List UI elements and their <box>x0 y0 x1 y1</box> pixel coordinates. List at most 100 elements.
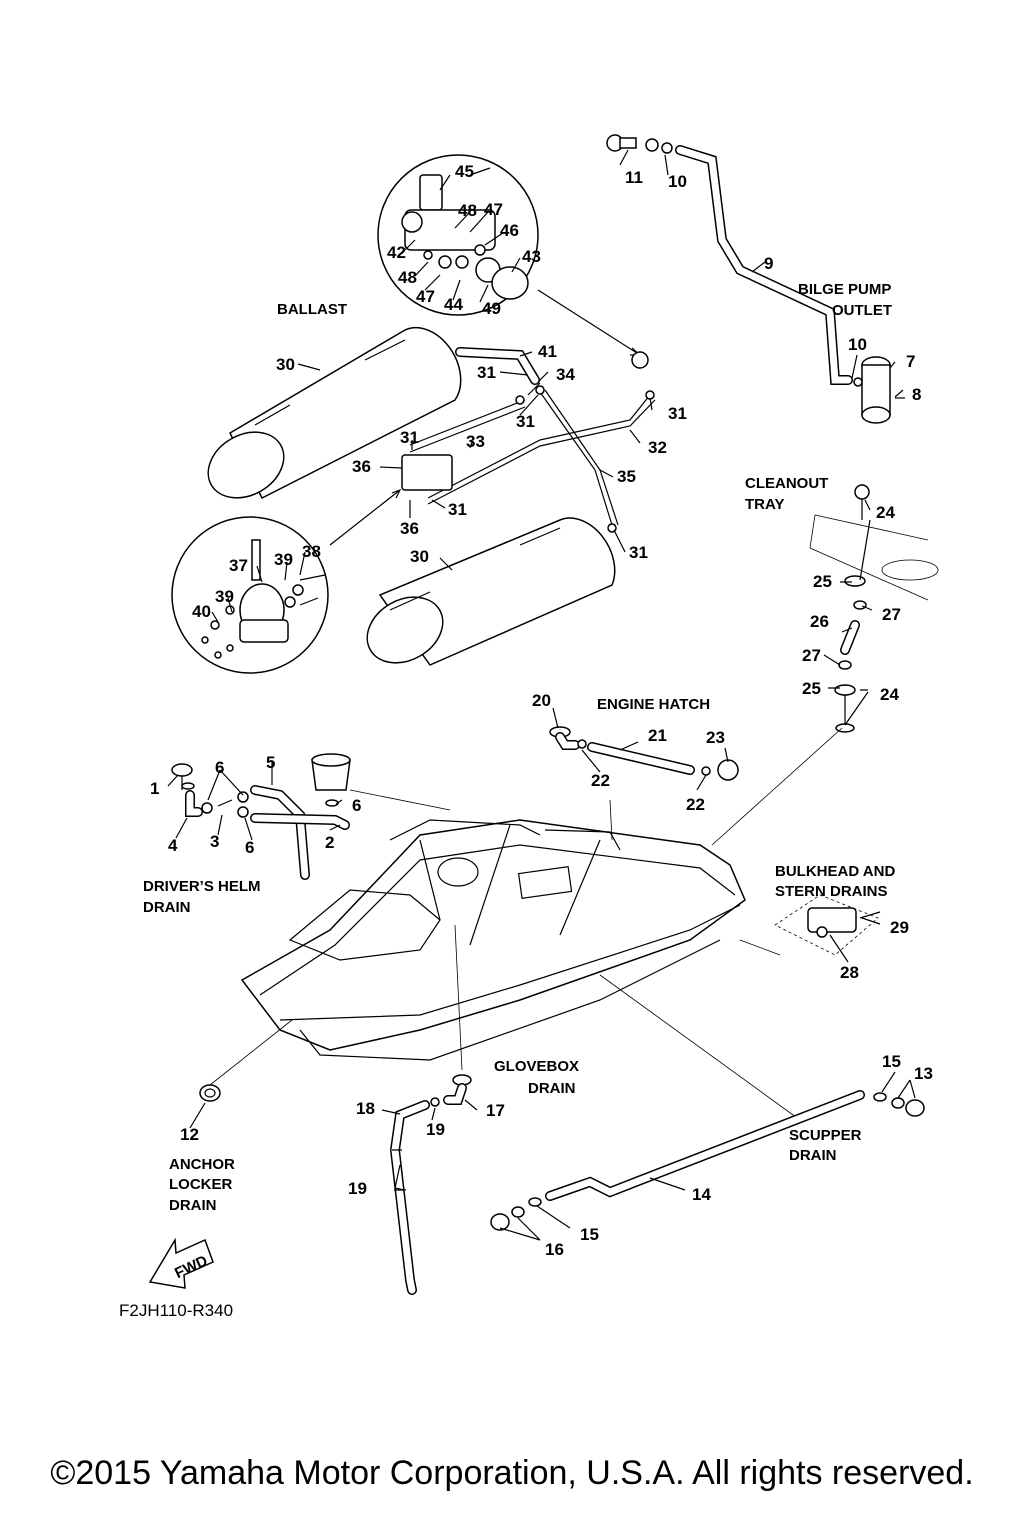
ballast-tank-upper <box>207 326 462 500</box>
callout-9: 9 <box>764 254 773 273</box>
ballast-pump-detail <box>377 154 539 316</box>
callout-31: 31 <box>448 500 467 519</box>
section-scupper-drain-line2: DRAIN <box>789 1147 837 1164</box>
callout-34: 34 <box>556 365 575 384</box>
bulkhead-stern-drain <box>774 894 881 956</box>
callout-17: 17 <box>486 1101 505 1120</box>
callout-42: 42 <box>387 243 406 262</box>
callout-31: 31 <box>400 428 419 447</box>
callout-31: 31 <box>477 363 496 382</box>
section-anchor-locker-drain-line1: ANCHOR <box>169 1156 235 1173</box>
callout-13: 13 <box>914 1064 933 1083</box>
fwd-arrow-icon <box>148 1237 214 1289</box>
callout-29: 29 <box>890 918 909 937</box>
ballast-valve-detail <box>171 516 329 674</box>
callout-43: 43 <box>522 247 541 266</box>
callout-35: 35 <box>617 467 636 486</box>
callout-19: 19 <box>426 1120 445 1139</box>
callout-41: 41 <box>538 342 557 361</box>
callout-1: 1 <box>150 779 159 798</box>
ballast-plumbing <box>401 347 656 533</box>
section-bilge-pump-outlet-line2: OUTLET <box>832 302 892 319</box>
section-ballast: BALLAST <box>277 301 347 318</box>
callout-40: 40 <box>192 602 211 621</box>
callout-8: 8 <box>912 385 921 404</box>
callout-31: 31 <box>629 543 648 562</box>
callout-4: 4 <box>168 836 178 855</box>
section-engine-hatch: ENGINE HATCH <box>597 696 710 713</box>
hull-leader-lines <box>209 727 843 1121</box>
callout-26: 26 <box>810 612 829 631</box>
boat-hull <box>240 819 746 1061</box>
callout-48: 48 <box>458 201 477 220</box>
bilge-outlet-assembly <box>606 134 905 424</box>
callout-23: 23 <box>706 728 725 747</box>
callout-30: 30 <box>410 547 429 566</box>
engine-hatch-drain <box>549 726 739 781</box>
callout-31: 31 <box>516 412 535 431</box>
callout-25: 25 <box>802 679 821 698</box>
callout-22: 22 <box>591 771 610 790</box>
callout-19: 19 <box>348 1179 367 1198</box>
section-anchor-locker-drain-line2: LOCKER <box>169 1176 233 1193</box>
callout-leaders <box>167 149 916 1241</box>
section-cleanout-tray-line2: TRAY <box>745 496 784 513</box>
callout-25: 25 <box>813 572 832 591</box>
section-bilge-pump-outlet-line1: BILGE PUMP <box>798 281 891 298</box>
callout-27: 27 <box>882 605 901 624</box>
glovebox-drain <box>389 1074 472 1295</box>
callout-2: 2 <box>325 833 334 852</box>
callout-10: 10 <box>668 172 687 191</box>
callout-38: 38 <box>302 542 321 561</box>
callout-49: 49 <box>482 299 501 318</box>
section-cleanout-tray-line1: CLEANOUT <box>745 475 828 492</box>
callout-24: 24 <box>880 685 899 704</box>
callout-37: 37 <box>229 556 248 575</box>
section-glovebox-drain-line1: GLOVEBOX <box>494 1058 579 1075</box>
callout-5: 5 <box>266 753 275 772</box>
callout-11: 11 <box>625 168 643 187</box>
callout-45: 45 <box>455 162 474 181</box>
detail-leader-top <box>537 289 641 356</box>
callout-14: 14 <box>692 1185 711 1204</box>
callout-6: 6 <box>352 796 361 815</box>
diagram-code: F2JH110-R340 <box>119 1301 233 1320</box>
callout-6: 6 <box>245 838 254 857</box>
callout-10: 10 <box>848 335 867 354</box>
callout-36: 36 <box>352 457 371 476</box>
callout-20: 20 <box>532 691 551 710</box>
callout-28: 28 <box>840 963 859 982</box>
section-glovebox-drain-line2: DRAIN <box>528 1080 576 1097</box>
callout-15: 15 <box>580 1225 599 1244</box>
section-scupper-drain-line1: SCUPPER <box>789 1127 862 1144</box>
callout-22: 22 <box>686 795 705 814</box>
callout-36: 36 <box>400 519 419 538</box>
callout-15: 15 <box>882 1052 901 1071</box>
callout-3: 3 <box>210 832 219 851</box>
callout-24: 24 <box>876 503 895 522</box>
section-bulkhead-stern-drains-line1: BULKHEAD AND <box>775 863 895 880</box>
callout-7: 7 <box>906 352 915 371</box>
ballast-tank-lower <box>366 517 616 666</box>
callout-48: 48 <box>398 268 417 287</box>
section-anchor-locker-drain-line3: DRAIN <box>169 1197 217 1214</box>
callout-46: 46 <box>500 221 519 240</box>
callout-12: 12 <box>180 1125 199 1144</box>
callout-16: 16 <box>545 1240 564 1259</box>
callout-47: 47 <box>416 287 435 306</box>
section-bulkhead-stern-drains-line2: STERN DRAINS <box>775 883 888 900</box>
scupper-drain <box>490 1090 925 1231</box>
callout-30: 30 <box>276 355 295 374</box>
callout-31: 31 <box>668 404 687 423</box>
callout-33: 33 <box>466 432 485 451</box>
callout-39: 39 <box>274 550 293 569</box>
callout-32: 32 <box>648 438 667 457</box>
copyright-notice: ©2015 Yamaha Motor Corporation, U.S.A. A… <box>50 1454 973 1492</box>
callout-6: 6 <box>215 758 224 777</box>
callout-39: 39 <box>215 587 234 606</box>
section-drivers-helm-drain-line2: DRAIN <box>143 899 191 916</box>
callout-21: 21 <box>648 726 667 745</box>
anchor-locker-drain-plug <box>199 1084 221 1102</box>
section-drivers-helm-drain-line1: DRIVER’S HELM <box>143 878 261 895</box>
